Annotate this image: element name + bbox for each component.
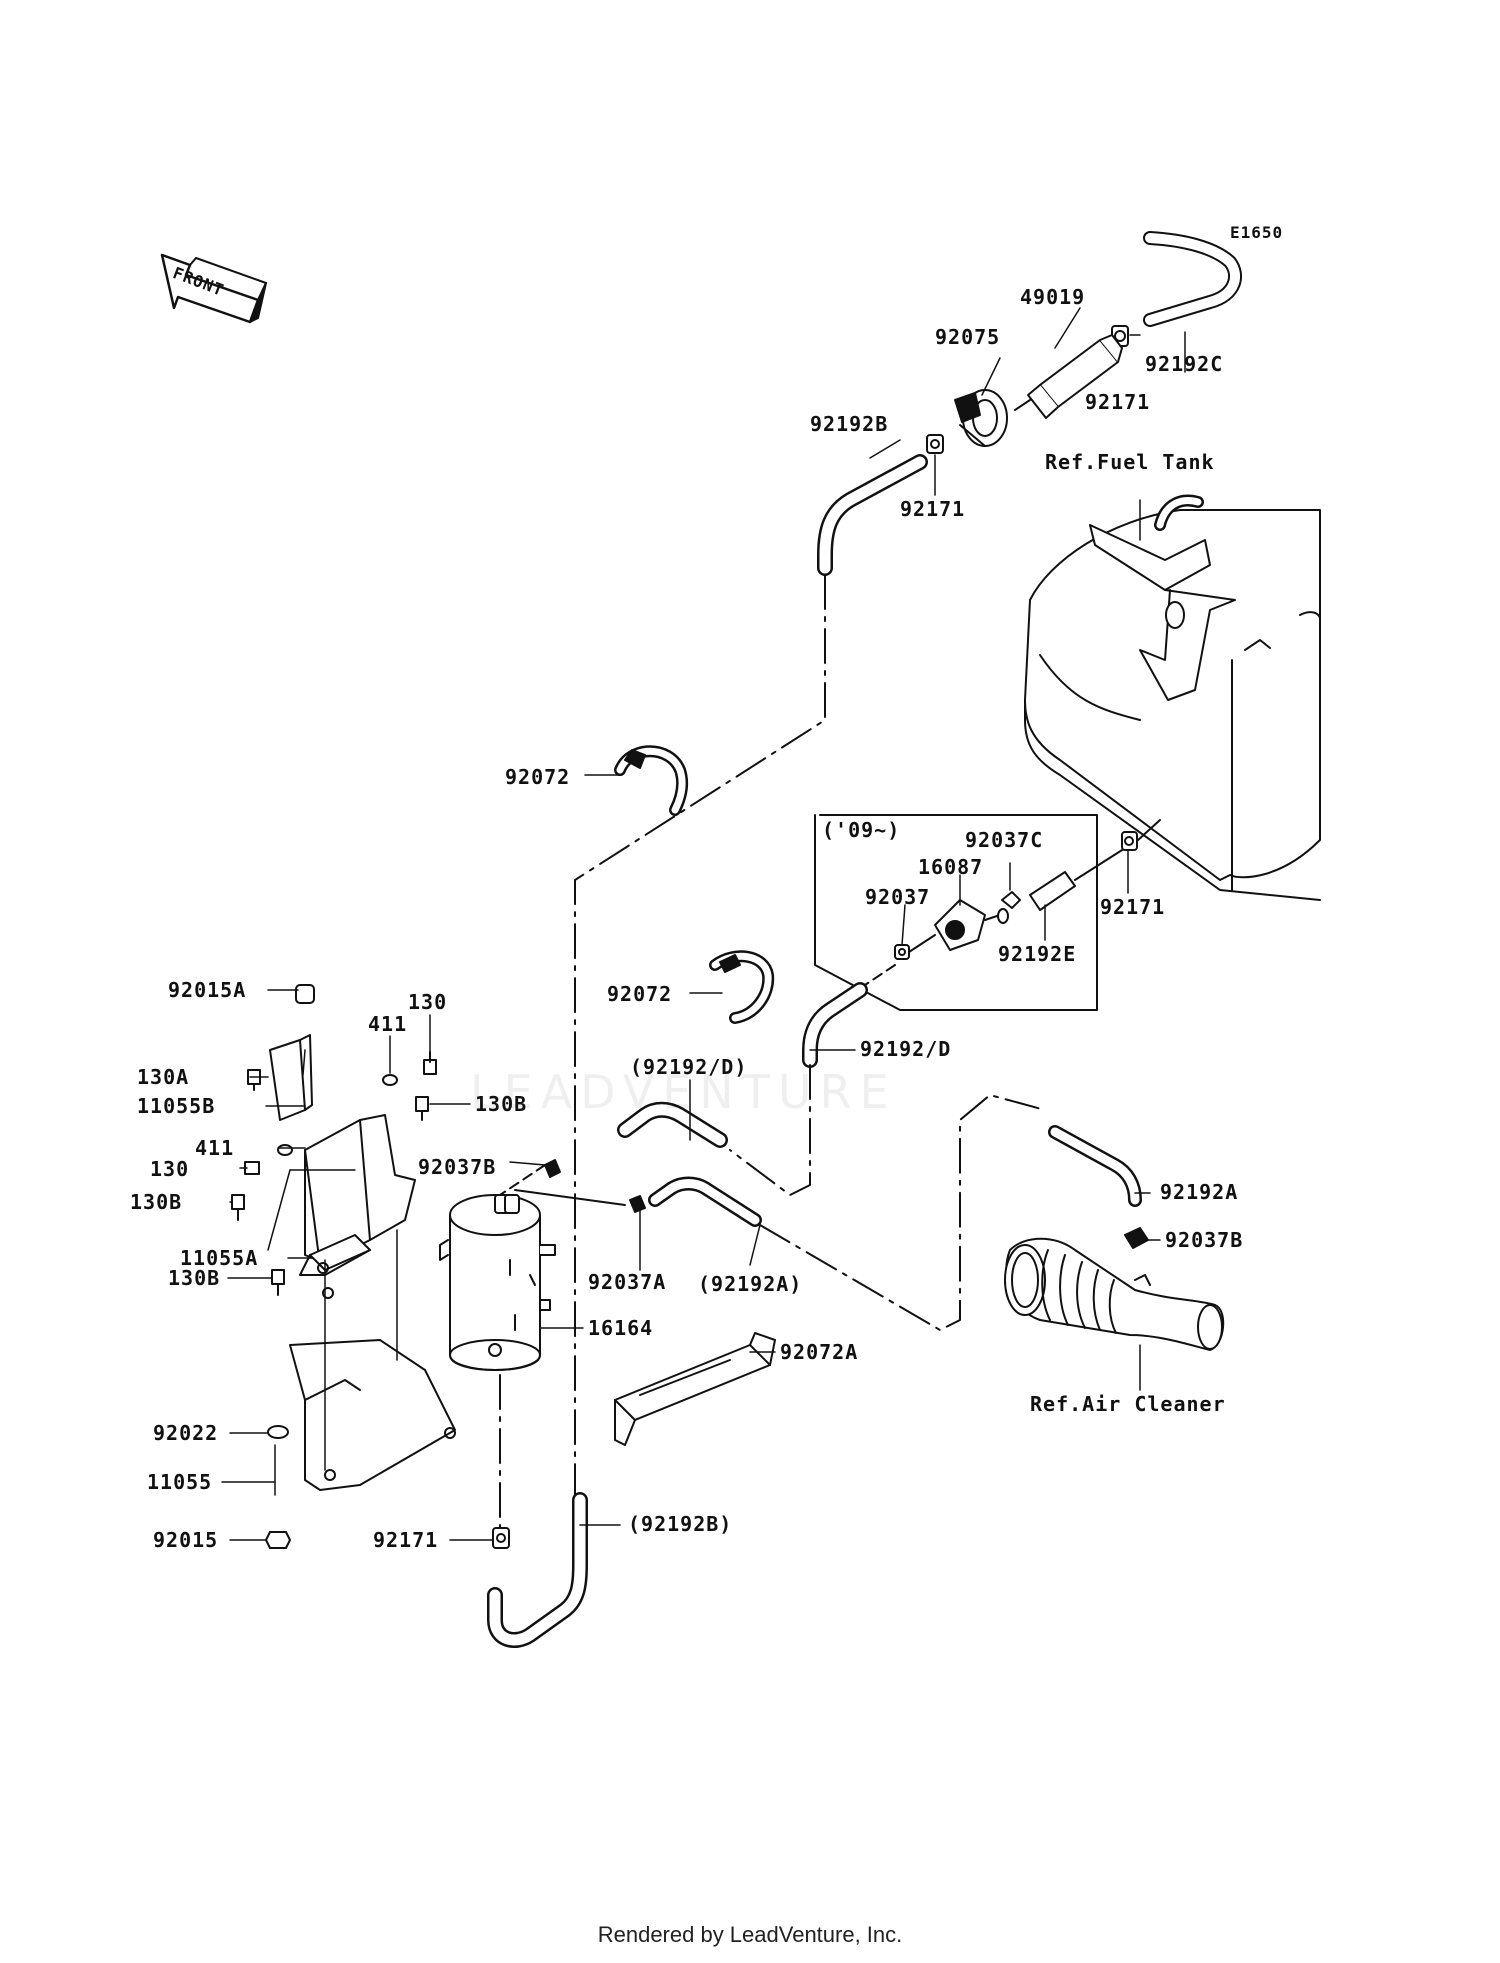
- part-130b-low-label[interactable]: 130B: [168, 1266, 221, 1290]
- part-92015-label[interactable]: 92015: [153, 1528, 219, 1552]
- diagram-code: E1650: [1230, 223, 1284, 242]
- routing-line-1: [574, 574, 826, 1496]
- part-92192e-label[interactable]: 92192E: [998, 942, 1077, 966]
- part-130-top-label[interactable]: 130: [408, 990, 448, 1014]
- bolt-130b-mid: [231, 1194, 245, 1221]
- part-92171-top-label[interactable]: 92171: [1085, 390, 1151, 414]
- clamp-92171-right: [1121, 819, 1161, 851]
- part-92037b-right-label[interactable]: 92037B: [1165, 1228, 1244, 1252]
- holder-92075: [954, 389, 1008, 447]
- base-plate-11055: [289, 1287, 456, 1491]
- part-92072-upper-label[interactable]: 92072: [505, 765, 571, 789]
- part-92037c-label[interactable]: 92037C: [965, 828, 1044, 852]
- part-92072-lower-label[interactable]: 92072: [607, 982, 673, 1006]
- part-92075-label[interactable]: 92075: [935, 325, 1001, 349]
- part-92037a-label[interactable]: 92037A: [588, 1270, 667, 1294]
- part-92192d-paren-label[interactable]: (92192/D): [630, 1055, 748, 1079]
- part-411-top-label[interactable]: 411: [368, 1012, 408, 1036]
- part-16164-label[interactable]: 16164: [588, 1316, 654, 1340]
- bolt-130a: [247, 1069, 261, 1091]
- part-92037b-left-label[interactable]: 92037B: [418, 1155, 497, 1179]
- clamp-92037b-left: [499, 1159, 561, 1196]
- hose-92192b-top: [817, 454, 928, 576]
- front-arrow-icon: [160, 253, 267, 324]
- year-note-label: ('09~): [822, 818, 901, 842]
- part-92192d-label[interactable]: 92192/D: [860, 1037, 952, 1061]
- part-11055b-label[interactable]: 11055B: [137, 1094, 216, 1118]
- washer-92022: [267, 1425, 289, 1439]
- part-16087-label[interactable]: 16087: [918, 855, 984, 879]
- hose-92192a-paren: [648, 1176, 762, 1227]
- clamp-band-92072-upper: [614, 745, 689, 816]
- hose-92192a: [1048, 1125, 1142, 1207]
- clamp-92037: [894, 934, 936, 960]
- canister-16164: [439, 1194, 556, 1531]
- part-92192b-label[interactable]: 92192B: [810, 412, 889, 436]
- washer-411-mid: [277, 1144, 293, 1156]
- part-92015a-label[interactable]: 92015A: [168, 978, 247, 1002]
- part-411-mid-label[interactable]: 411: [195, 1136, 235, 1160]
- hose-92192b-bottom: [487, 1492, 588, 1648]
- part-92171-bottom-label[interactable]: 92171: [373, 1528, 439, 1552]
- bolt-130b-top: [415, 1096, 429, 1121]
- ref-air-cleaner-label[interactable]: Ref.Air Cleaner: [1030, 1392, 1226, 1416]
- band-92072a: [614, 1332, 776, 1446]
- clamp-92171-bottom: [492, 1527, 510, 1549]
- watermark: LEADVENTURE: [470, 1065, 897, 1119]
- part-130a-label[interactable]: 130A: [137, 1065, 190, 1089]
- clamp-92037a: [514, 1189, 646, 1213]
- year-bracket: [814, 814, 1098, 1011]
- part-92192c-label[interactable]: 92192C: [1145, 352, 1224, 376]
- footer-credit: Rendered by LeadVenture, Inc.: [597, 1922, 903, 1947]
- clamp-band-92072-lower: [709, 950, 775, 1024]
- part-92072a-label[interactable]: 92072A: [780, 1340, 859, 1364]
- fuel-filter-49019: [1014, 334, 1123, 419]
- air-cleaner-duct: [1004, 1237, 1225, 1351]
- part-11055a-label[interactable]: 11055A: [180, 1246, 259, 1270]
- hose-92192d-paren: [617, 1101, 728, 1148]
- part-92171-left-label[interactable]: 92171: [900, 497, 966, 521]
- part-92037-label[interactable]: 92037: [865, 885, 931, 909]
- clamp-92037b-right: [1124, 1227, 1149, 1249]
- part-92192b-paren-label[interactable]: (92192B): [628, 1512, 733, 1536]
- part-92192a-paren-label[interactable]: (92192A): [698, 1272, 803, 1296]
- nut-92015: [265, 1531, 291, 1549]
- part-130-mid-label[interactable]: 130: [150, 1157, 190, 1181]
- bolt-130b-low: [271, 1269, 285, 1296]
- clamp-92171-left: [926, 434, 944, 454]
- bracket-92015a: [269, 984, 315, 1121]
- bolt-130-top: [423, 1051, 437, 1075]
- hose-92192c: [1143, 231, 1242, 327]
- washer-411-top: [382, 1074, 398, 1086]
- fuel-tank: [1024, 494, 1321, 901]
- routing-line-3: [759, 1094, 1046, 1331]
- part-11055-label[interactable]: 11055: [147, 1470, 213, 1494]
- part-130b-top-label[interactable]: 130B: [475, 1092, 528, 1116]
- leader-lines: [221, 307, 1186, 1541]
- part-92192a-label[interactable]: 92192A: [1160, 1180, 1239, 1204]
- part-130b-mid-label[interactable]: 130B: [130, 1190, 183, 1214]
- part-92022-label[interactable]: 92022: [153, 1421, 219, 1445]
- part-49019-label[interactable]: 49019: [1020, 285, 1086, 309]
- valve-16087: [934, 899, 1009, 951]
- part-92171-right-label[interactable]: 92171: [1100, 895, 1166, 919]
- ref-fuel-tank-label[interactable]: Ref.Fuel Tank: [1045, 450, 1215, 474]
- hose-92192e: [1001, 844, 1131, 911]
- routing-line-2: [729, 1064, 811, 1196]
